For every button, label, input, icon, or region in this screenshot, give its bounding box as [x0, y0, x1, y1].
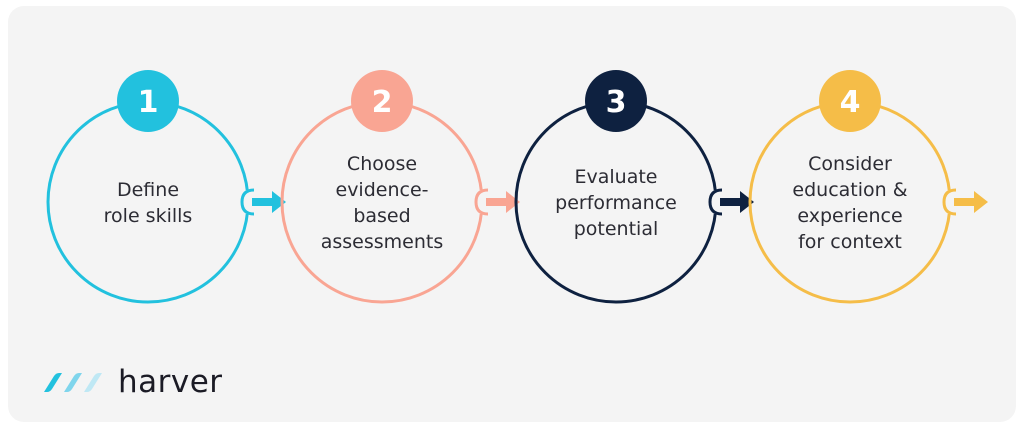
step-3-label-line: potential [574, 218, 659, 240]
step-4-label-line: Consider [808, 153, 892, 175]
step-4-badge [819, 70, 881, 132]
harver-logo-wordmark: harver [118, 364, 223, 400]
step-1-arrow-icon [232, 188, 286, 216]
step-1-badge [117, 70, 179, 132]
step-4-label-line: education & [792, 179, 907, 201]
step-3-arrow-icon [700, 188, 754, 216]
step-2-label-line: based [353, 205, 410, 227]
harver-logo-mark-icon [44, 373, 102, 392]
step-4-arrow-icon [934, 188, 988, 216]
harver-logo: harver [42, 364, 223, 400]
step-3-number: 3 [606, 85, 627, 120]
step-2-label-line: assessments [321, 231, 444, 253]
step-2-number: 2 [372, 85, 393, 120]
step-1-label-line: Define [117, 179, 179, 201]
step-2-arrow-icon [466, 188, 520, 216]
step-3-label-line: performance [555, 192, 677, 214]
step-4-number: 4 [840, 85, 861, 120]
step-2-badge [351, 70, 413, 132]
step-2-label-line: Choose [347, 153, 417, 175]
step-1-label-line: role skills [104, 205, 193, 227]
step-2-label-line: evidence- [336, 179, 429, 201]
step-4-label-line: for context [798, 231, 902, 253]
step-1-number: 1 [138, 85, 159, 120]
step-4-label-line: experience [797, 205, 902, 227]
step-3-label-line: Evaluate [575, 166, 658, 188]
step-3-badge [585, 70, 647, 132]
